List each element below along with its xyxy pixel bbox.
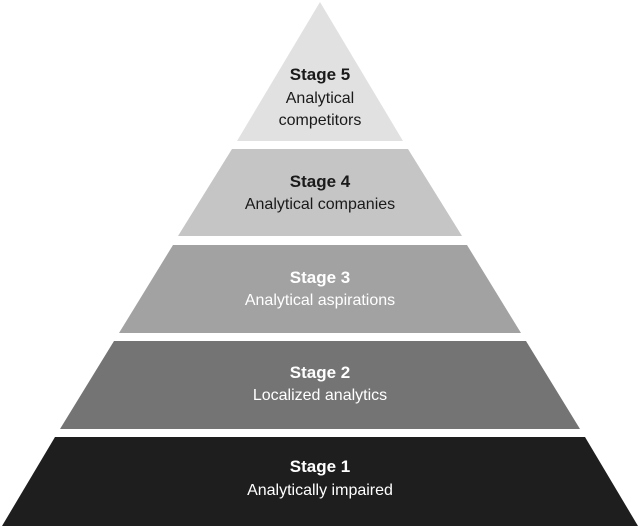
level-label-line-1: Analytical companies <box>245 196 395 213</box>
level-label-line-1: Localized analytics <box>253 387 387 404</box>
level-shape <box>60 341 580 429</box>
level-shape <box>2 437 638 526</box>
level-stage-3: Stage 3 Analytical aspirations <box>119 245 521 333</box>
level-shape <box>237 2 403 141</box>
level-label-line-1: Analytically impaired <box>247 482 393 499</box>
level-shape <box>119 245 521 333</box>
level-label-line-1: Analytical aspirations <box>245 292 395 309</box>
level-stage-2: Stage 2 Localized analytics <box>60 341 580 429</box>
level-stage-4: Stage 4 Analytical companies <box>178 149 462 236</box>
level-stage-5: Stage 5 Analytical competitors <box>237 2 403 141</box>
level-stage-1: Stage 1 Analytically impaired <box>2 437 638 526</box>
level-stage-title: Stage 4 <box>290 172 351 191</box>
level-shape <box>178 149 462 236</box>
level-label-line-2: competitors <box>279 112 362 129</box>
level-stage-title: Stage 3 <box>290 268 350 287</box>
level-stage-title: Stage 1 <box>290 457 350 476</box>
level-stage-title: Stage 5 <box>290 65 350 84</box>
level-stage-title: Stage 2 <box>290 363 350 382</box>
level-label-line-1: Analytical <box>286 90 354 107</box>
